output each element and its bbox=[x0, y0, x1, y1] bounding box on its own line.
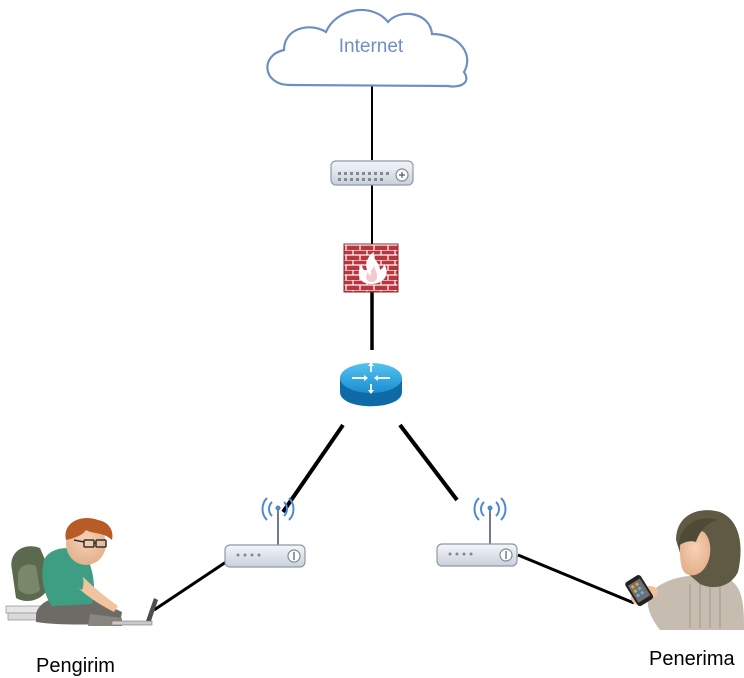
switch-icon bbox=[330, 160, 414, 186]
internet-cloud: Internet bbox=[266, 8, 469, 88]
link-ap-right-phone bbox=[517, 553, 635, 605]
person-laptop-icon bbox=[5, 518, 158, 626]
link-ap-left-laptop bbox=[153, 560, 227, 612]
receiver-label: Penerima bbox=[649, 648, 735, 670]
person-phone-icon bbox=[625, 510, 744, 630]
link-router-ap-right bbox=[398, 423, 459, 502]
firewall-icon bbox=[343, 243, 399, 293]
internet-label: Internet bbox=[339, 36, 404, 57]
router-icon bbox=[340, 362, 402, 407]
sender-label: Pengirim bbox=[36, 655, 115, 677]
wireless-ap-icon bbox=[436, 497, 518, 567]
links bbox=[153, 86, 635, 612]
cloud-icon bbox=[266, 8, 469, 88]
link-router-ap-left bbox=[281, 423, 345, 514]
wireless-ap-icon bbox=[224, 497, 306, 568]
